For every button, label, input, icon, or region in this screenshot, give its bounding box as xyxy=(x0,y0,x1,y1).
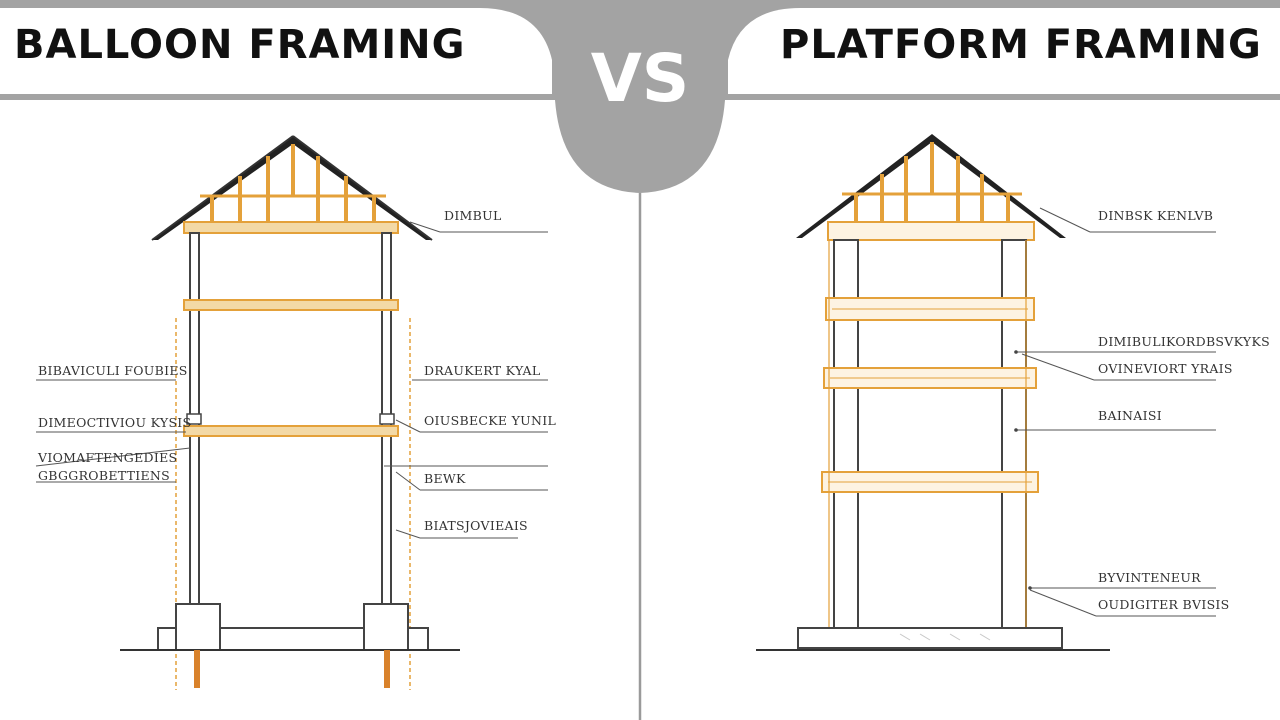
balloon-framing-title: BALLOON FRAMING xyxy=(14,22,466,68)
left-title-panel xyxy=(0,8,552,94)
platform-truss xyxy=(854,142,1010,222)
balloon-floor-upper xyxy=(183,299,399,311)
balloon-label-right-4: BEWK xyxy=(424,471,466,486)
balloon-label-left-4: GBGGROBETTIENS xyxy=(38,468,171,483)
balloon-floor-middle xyxy=(183,425,399,437)
platform-label-4: BAINAISI xyxy=(1098,408,1162,423)
platform-top-plate xyxy=(827,221,1035,241)
right-title-panel xyxy=(728,8,1280,94)
platform-label-3: OVINEVIORT YRAIS xyxy=(1098,361,1233,376)
platform-label-5: BYVINTENEUR xyxy=(1098,570,1201,585)
balloon-label-right-3: OIUSBECKE YUNIL xyxy=(424,413,557,428)
balloon-house xyxy=(35,135,548,690)
platform-house xyxy=(756,134,1216,651)
platform-label-6: OUDIGITER BVISIS xyxy=(1098,597,1230,612)
platform-label-2: DIMIBULIKORDBSVKYKS xyxy=(1098,334,1270,349)
balloon-top-plate xyxy=(183,221,399,234)
balloon-label-left-1: BIBAVICULI FOUBIES xyxy=(38,363,188,378)
balloon-label-left-2: DIMEOCTIVIOU KYSIS xyxy=(38,415,192,430)
vs-label: VS xyxy=(590,40,690,117)
balloon-footing-right xyxy=(363,603,409,651)
balloon-label-left-3: VIOMAFTENGEDIES xyxy=(38,450,178,465)
balloon-footing-left xyxy=(175,603,221,651)
platform-foundation xyxy=(797,627,1063,649)
balloon-label-right-2: DRAUKERT KYAL xyxy=(424,363,541,378)
platform-label-1: DINBSK KENLVB xyxy=(1098,208,1214,223)
balloon-label-right-5: BIATSJOVIEAIS xyxy=(424,518,528,533)
balloon-label-right-1: DIMBUL xyxy=(444,208,502,223)
platform-framing-title: PLATFORM FRAMING xyxy=(780,22,1262,68)
balloon-truss xyxy=(210,144,376,222)
